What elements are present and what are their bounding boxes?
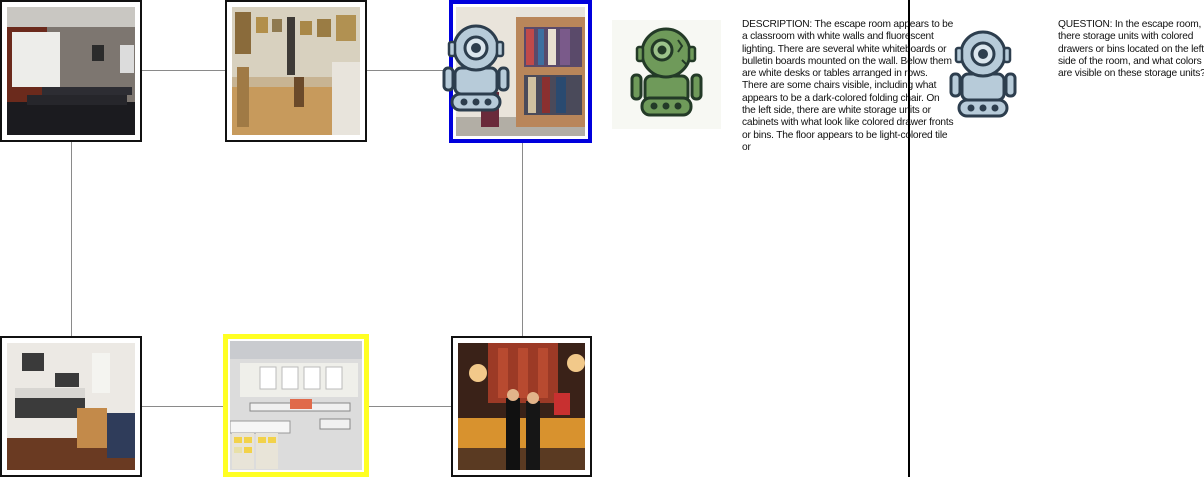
room-gallery[interactable] (225, 0, 367, 142)
edge-studio-workroom (141, 406, 225, 407)
description-text: DESCRIPTION: The escape room appears to … (742, 19, 954, 153)
edge-gallery-closet (367, 70, 451, 71)
edge-classroom-gallery (141, 70, 227, 71)
panel-divider (908, 0, 910, 477)
workroom-photo (230, 341, 362, 470)
question-text: QUESTION: In the escape room, are there … (1058, 19, 1204, 80)
classroom-photo (7, 7, 135, 135)
studio-photo (7, 343, 135, 470)
gallery-photo (232, 7, 360, 135)
room-classroom[interactable] (0, 0, 142, 142)
room-studio[interactable] (0, 336, 142, 477)
edge-closet-lobby (522, 142, 523, 337)
room-lobby[interactable] (451, 336, 592, 477)
room-workroom[interactable] (223, 334, 369, 477)
questioner-robot-icon (949, 30, 1017, 118)
describer-robot-card (612, 20, 721, 129)
edge-classroom-studio (71, 142, 72, 337)
edge-workroom-lobby (367, 406, 453, 407)
describer-robot-icon (630, 27, 703, 117)
agent-robot-icon (442, 24, 510, 112)
lobby-photo (458, 343, 585, 470)
